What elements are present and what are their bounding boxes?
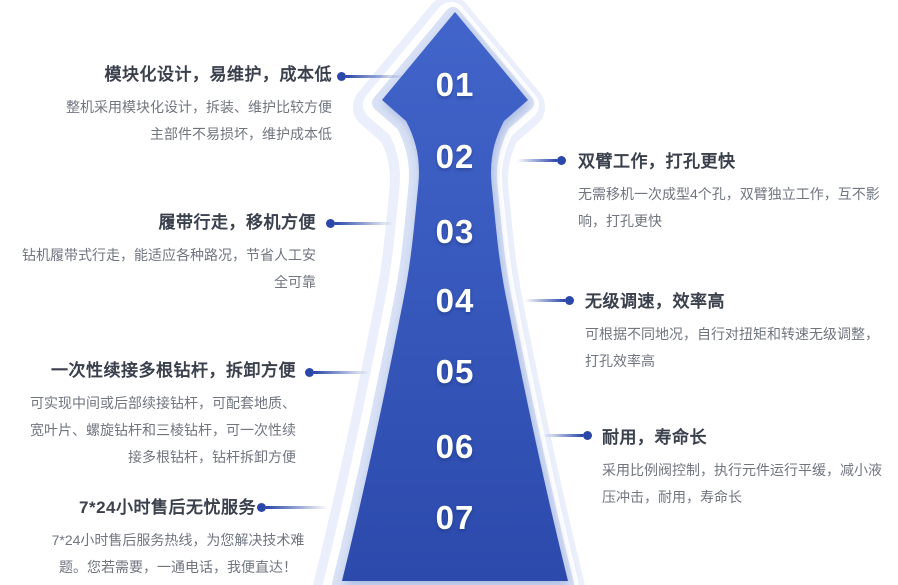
feature-item-06: 耐用，寿命长 采用比例阀控制，执行元件运行平缓，减小液 压冲击，耐用，寿命长 — [602, 427, 898, 511]
step-number-03: 03 — [435, 213, 475, 250]
step-number-01: 01 — [435, 66, 475, 103]
connector-05 — [305, 368, 369, 377]
connector-dot — [257, 503, 266, 512]
feature-item-05: 一次性续接多根钻杆，拆卸方便 可实现中间或后部续接钻杆，可配套地质、 宽叶片、螺… — [0, 360, 296, 471]
connector-dot — [305, 368, 314, 377]
step-number-05: 05 — [435, 353, 475, 390]
feature-item-02: 双臂工作，打孔更快 无需移机一次成型4个孔，双臂独立工作，互不影 响，打孔更快 — [578, 151, 898, 235]
connector-dot — [326, 219, 335, 228]
feature-description: 整机采用模块化设计，拆装、维护比较方便 主部件不易损坏，维护成本低 — [66, 99, 332, 142]
feature-title: 7*24小时售后无忧服务 — [79, 498, 256, 517]
feature-title: 无级调速，效率高 — [585, 292, 725, 311]
step-number-07: 07 — [435, 499, 475, 536]
feature-item-04: 无级调速，效率高 可根据不同地况，自行对扭矩和转速无级调整， 打孔效率高 — [585, 291, 898, 375]
feature-description: 采用比例阀控制，执行元件运行平缓，减小液 压冲击，耐用，寿命长 — [602, 462, 882, 505]
connector-03 — [326, 219, 393, 228]
feature-description: 可根据不同地况，自行对扭矩和转速无级调整， 打孔效率高 — [585, 326, 879, 369]
connector-dot — [557, 156, 566, 165]
feature-title: 一次性续接多根钻杆，拆卸方便 — [51, 361, 296, 380]
connector-line — [314, 371, 369, 374]
feature-title: 耐用，寿命长 — [602, 428, 707, 447]
feature-item-01: 模块化设计，易维护，成本低 整机采用模块化设计，拆装、维护比较方便 主部件不易损… — [2, 64, 332, 148]
feature-description: 7*24小时售后服务热线，为您解决技术难 题。您若需要，一通电话，我便直达！ — [51, 532, 305, 575]
feature-title: 双臂工作，打孔更快 — [578, 152, 736, 171]
feature-title: 履带行走，移机方便 — [158, 213, 316, 232]
connector-06 — [543, 431, 592, 440]
feature-item-07: 7*24小时售后无忧服务 7*24小时售后服务热线，为您解决技术难 题。您若需要… — [8, 497, 328, 581]
step-number-06: 06 — [435, 428, 475, 465]
connector-line — [335, 222, 393, 225]
connector-dot — [337, 72, 346, 81]
connector-line — [543, 434, 583, 437]
feature-item-03: 履带行走，移机方便 钻机履带式行走，能适应各种路况，节省人工安 全可靠 — [0, 212, 316, 296]
feature-description: 可实现中间或后部续接钻杆，可配套地质、 宽叶片、螺旋钻杆和三棱钻杆，可一次性续 … — [30, 395, 296, 465]
connector-01 — [337, 72, 404, 81]
connector-line — [517, 159, 557, 162]
connector-dot — [583, 431, 592, 440]
feature-title: 模块化设计，易维护，成本低 — [104, 65, 332, 84]
feature-description: 无需移机一次成型4个孔，双臂独立工作，互不影 响，打孔更快 — [578, 186, 880, 229]
step-number-02: 02 — [435, 138, 475, 175]
connector-07 — [257, 503, 328, 512]
connector-line — [525, 299, 565, 302]
connector-line — [266, 506, 328, 509]
arrow-body — [342, 12, 568, 581]
step-number-04: 04 — [435, 282, 475, 319]
connector-dot — [565, 296, 574, 305]
connector-02 — [517, 156, 566, 165]
connector-line — [346, 75, 404, 78]
feature-description: 钻机履带式行走，能适应各种路况，节省人工安 全可靠 — [22, 247, 316, 290]
connector-04 — [525, 296, 574, 305]
